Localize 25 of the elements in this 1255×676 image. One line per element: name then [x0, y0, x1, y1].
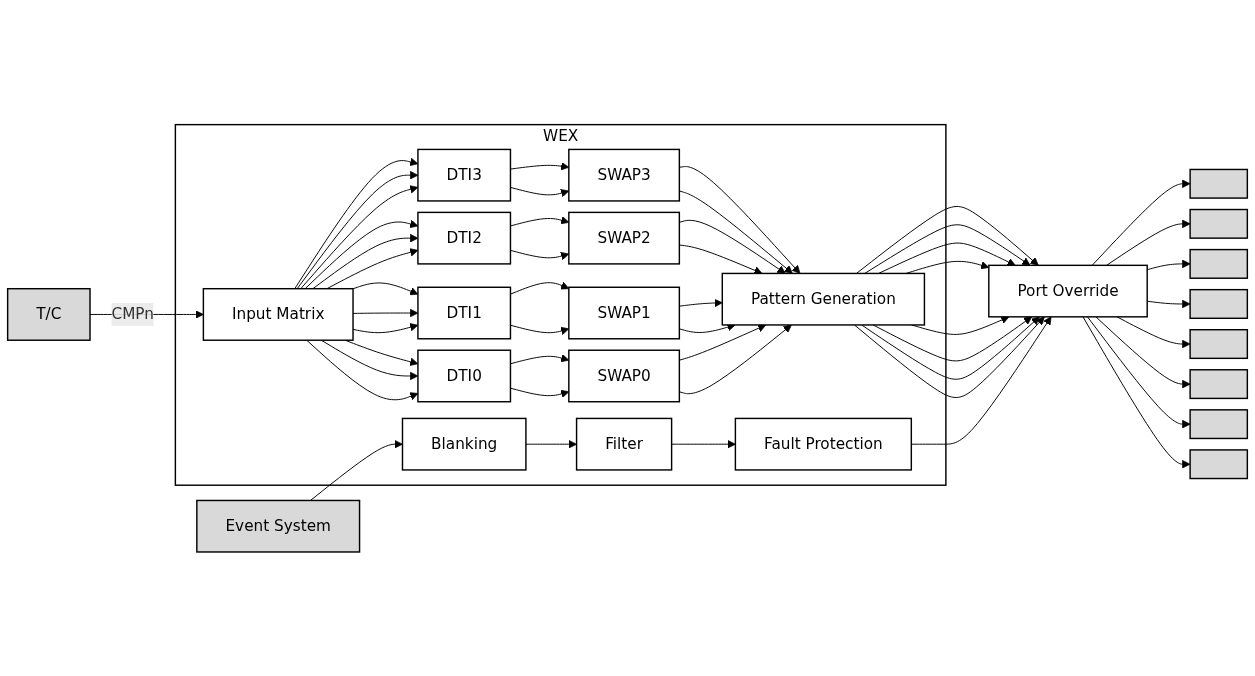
node-box: Blanking: [401, 417, 527, 471]
edge-label: CMPn: [111, 304, 154, 323]
node-box: DTI1: [417, 286, 512, 340]
node-box: Pattern Generation: [721, 272, 926, 326]
node-box: [1189, 368, 1249, 399]
node-box: SWAP0: [568, 349, 681, 403]
node-box: Port Override: [988, 264, 1148, 318]
node-box: DTI0: [417, 349, 512, 403]
node-box: [1189, 248, 1249, 279]
node-box: T/C: [6, 287, 91, 341]
node-box: Event System: [196, 499, 361, 553]
node-box: SWAP2: [568, 211, 681, 265]
node-box: [1189, 168, 1249, 199]
node-box: [1189, 328, 1249, 359]
node-box: Filter: [575, 417, 673, 471]
node-box: Fault Protection: [734, 417, 913, 471]
node-box: Input Matrix: [202, 287, 354, 341]
node-box: SWAP3: [568, 148, 681, 202]
node-box: [1189, 288, 1249, 319]
node-box: SWAP1: [568, 286, 681, 340]
node-box: [1189, 408, 1249, 439]
node-box: [1189, 208, 1249, 239]
node-box: [1189, 448, 1249, 479]
node-box: DTI3: [417, 148, 512, 202]
node-box: DTI2: [417, 211, 512, 265]
